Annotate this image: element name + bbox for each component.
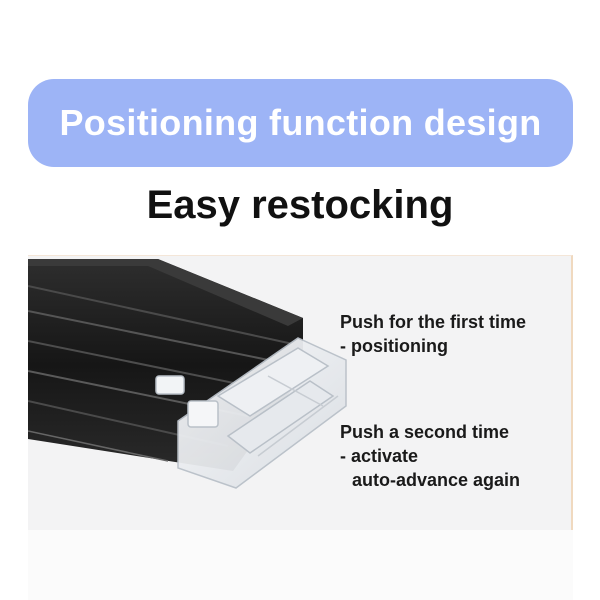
clear-pusher-end: [155, 337, 347, 489]
first-push-line1: Push for the first time: [340, 312, 527, 332]
second-push-note: Push a second time - activate auto-advan…: [340, 420, 520, 492]
second-push-line1: Push a second time: [340, 422, 510, 442]
title-banner: Positioning function design: [28, 79, 573, 167]
first-push-line2: - positioning: [340, 336, 448, 356]
shelf-rail-image: [28, 259, 347, 489]
second-push-line3: auto-advance again: [352, 470, 521, 490]
first-push-note: Push for the first time - positioning: [340, 310, 526, 358]
product-photo-panel: [28, 255, 573, 530]
second-push-line2: - activate: [340, 446, 419, 466]
subheading: Easy restocking: [146, 183, 454, 227]
banner-title: Positioning function design: [59, 102, 542, 143]
bottom-strip: [28, 530, 573, 600]
